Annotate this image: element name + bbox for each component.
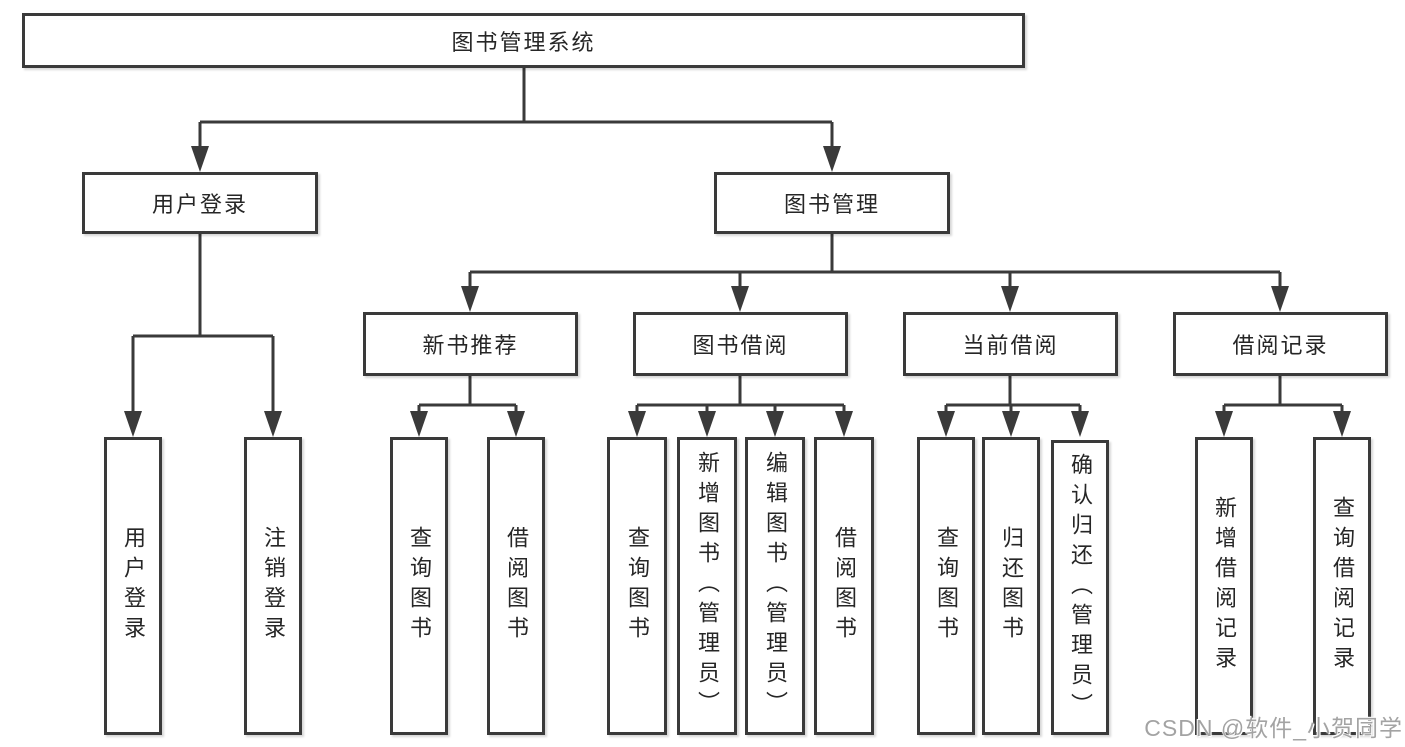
node-label: 图书借阅: [692, 333, 789, 358]
csdn-watermark: CSDN @软件_小贺同学: [1144, 715, 1403, 741]
node-label: 用户登录: [151, 192, 248, 217]
arrow-down-icon: [937, 411, 955, 437]
node-book-management: 图书管理: [714, 172, 950, 234]
node-book-borrowing: 图书借阅: [633, 312, 848, 376]
arrow-down-icon: [1333, 411, 1351, 437]
leaf-br-add-record: 新增借阅记录: [1195, 437, 1253, 735]
connector-current-borrow-group: [944, 376, 1082, 415]
connector-new-book-group: [417, 376, 518, 415]
connector-records-group: [1222, 376, 1344, 415]
arrow-down-icon: [1215, 411, 1233, 437]
node-label: 查询图书: [934, 526, 959, 646]
leaf-bb-add-books: 新增图书（管理员）: [677, 437, 737, 735]
node-borrowing-records: 借阅记录: [1173, 312, 1388, 376]
arrow-down-icon: [1071, 411, 1089, 437]
connector-root-to-level1: [198, 68, 834, 150]
arrow-down-icon: [191, 146, 209, 172]
node-user-login: 用户登录: [82, 172, 318, 234]
connector-book-mgmt-to-level2: [468, 234, 1282, 290]
arrow-down-icon: [1002, 411, 1020, 437]
arrow-down-icon: [124, 411, 142, 437]
leaf-logout: 注销登录: [244, 437, 302, 735]
leaf-bb-query-books: 查询图书: [607, 437, 667, 735]
arrow-down-icon: [698, 411, 716, 437]
node-label: 借阅记录: [1232, 333, 1329, 358]
leaf-nbr-query-books: 查询图书: [390, 437, 448, 735]
node-label: 新增借阅记录: [1212, 496, 1237, 676]
node-label: 借阅图书: [832, 526, 857, 646]
leaf-cb-return-books: 归还图书: [982, 437, 1040, 735]
node-label: 图书管理系统: [451, 29, 596, 55]
arrow-down-icon: [264, 411, 282, 437]
node-label: 当前借阅: [962, 333, 1059, 358]
node-current-borrowing: 当前借阅: [903, 312, 1118, 376]
node-label: 用户登录: [121, 526, 146, 646]
node-label: 图书管理: [783, 192, 880, 217]
arrow-down-icon: [823, 146, 841, 172]
arrow-down-icon: [507, 411, 525, 437]
arrow-down-icon: [835, 411, 853, 437]
node-label: 借阅图书: [504, 526, 529, 646]
arrow-down-icon: [766, 411, 784, 437]
node-label: 新书推荐: [422, 333, 519, 358]
node-label: 查询图书: [625, 526, 650, 646]
leaf-bb-edit-books: 编辑图书（管理员）: [745, 437, 805, 735]
arrow-down-icon: [461, 286, 479, 312]
leaf-cb-query-books: 查询图书: [917, 437, 975, 735]
node-label: 确认归还（管理员）: [1068, 452, 1093, 723]
leaf-cb-confirm-return: 确认归还（管理员）: [1051, 440, 1109, 735]
node-label: 注销登录: [261, 526, 286, 646]
node-label: 新增图书（管理员）: [695, 451, 720, 721]
connector-book-borrow-group: [635, 376, 846, 415]
node-label: 编辑图书（管理员）: [763, 451, 788, 721]
connector-user-login-group: [131, 234, 275, 415]
node-root: 图书管理系统: [22, 13, 1025, 68]
arrow-down-icon: [410, 411, 428, 437]
arrow-down-icon: [1001, 286, 1019, 312]
node-new-book-recommend: 新书推荐: [363, 312, 578, 376]
node-label: 归还图书: [999, 526, 1024, 646]
node-label: 查询借阅记录: [1330, 496, 1355, 676]
leaf-bb-borrow-books: 借阅图书: [814, 437, 874, 735]
leaf-user-login: 用户登录: [104, 437, 162, 735]
node-label: 查询图书: [407, 526, 432, 646]
leaf-nbr-borrow-books: 借阅图书: [487, 437, 545, 735]
arrow-down-icon: [731, 286, 749, 312]
arrow-down-icon: [628, 411, 646, 437]
leaf-br-query-record: 查询借阅记录: [1313, 437, 1371, 735]
arrow-down-icon: [1271, 286, 1289, 312]
